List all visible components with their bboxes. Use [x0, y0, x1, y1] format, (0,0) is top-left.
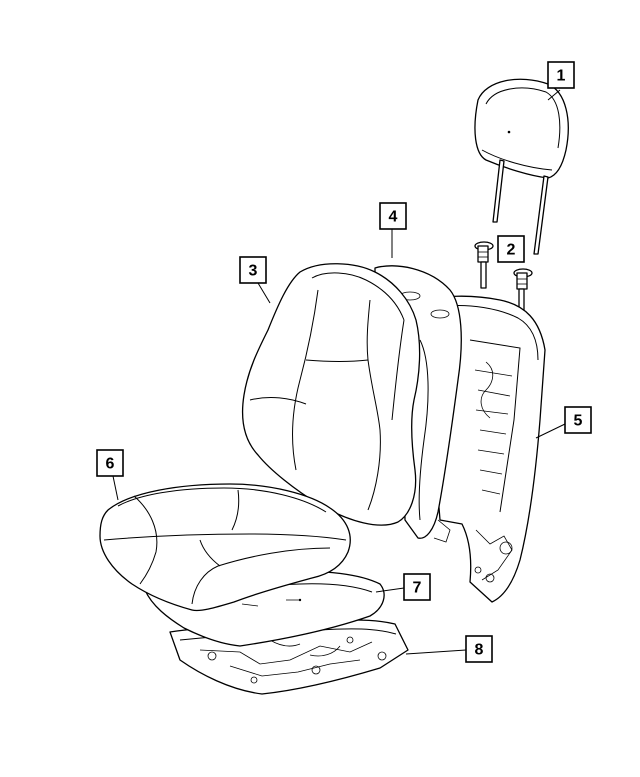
callout-label-6: 6	[106, 456, 115, 473]
leader-7	[375, 587, 405, 593]
callout-label-5: 5	[574, 413, 583, 430]
leader-6	[112, 475, 119, 501]
leader-3	[257, 282, 271, 304]
callout-8: 8	[465, 635, 493, 663]
headrest-part-1	[474, 78, 569, 255]
seat-back-cover-part-3	[241, 263, 421, 526]
seat-cushion-cover-part-6	[99, 483, 351, 612]
callout-label-8: 8	[475, 642, 484, 659]
callout-4: 4	[379, 202, 407, 230]
callout-label-2: 2	[507, 242, 516, 259]
callout-7: 7	[403, 573, 431, 601]
callout-2: 2	[497, 235, 525, 263]
callout-3: 3	[239, 256, 267, 284]
callout-label-3: 3	[249, 263, 258, 280]
guide-right	[513, 268, 533, 312]
guide-left	[474, 241, 494, 289]
leader-8	[405, 649, 467, 655]
leader-5	[535, 423, 566, 439]
callout-label-4: 4	[389, 209, 398, 226]
callout-5: 5	[564, 406, 592, 434]
callout-label-7: 7	[413, 580, 422, 597]
callout-label-1: 1	[557, 68, 566, 85]
callout-1: 1	[547, 61, 575, 89]
callout-6: 6	[96, 449, 124, 477]
headrest-guide-part-2	[474, 241, 533, 312]
leader-1	[547, 89, 561, 101]
